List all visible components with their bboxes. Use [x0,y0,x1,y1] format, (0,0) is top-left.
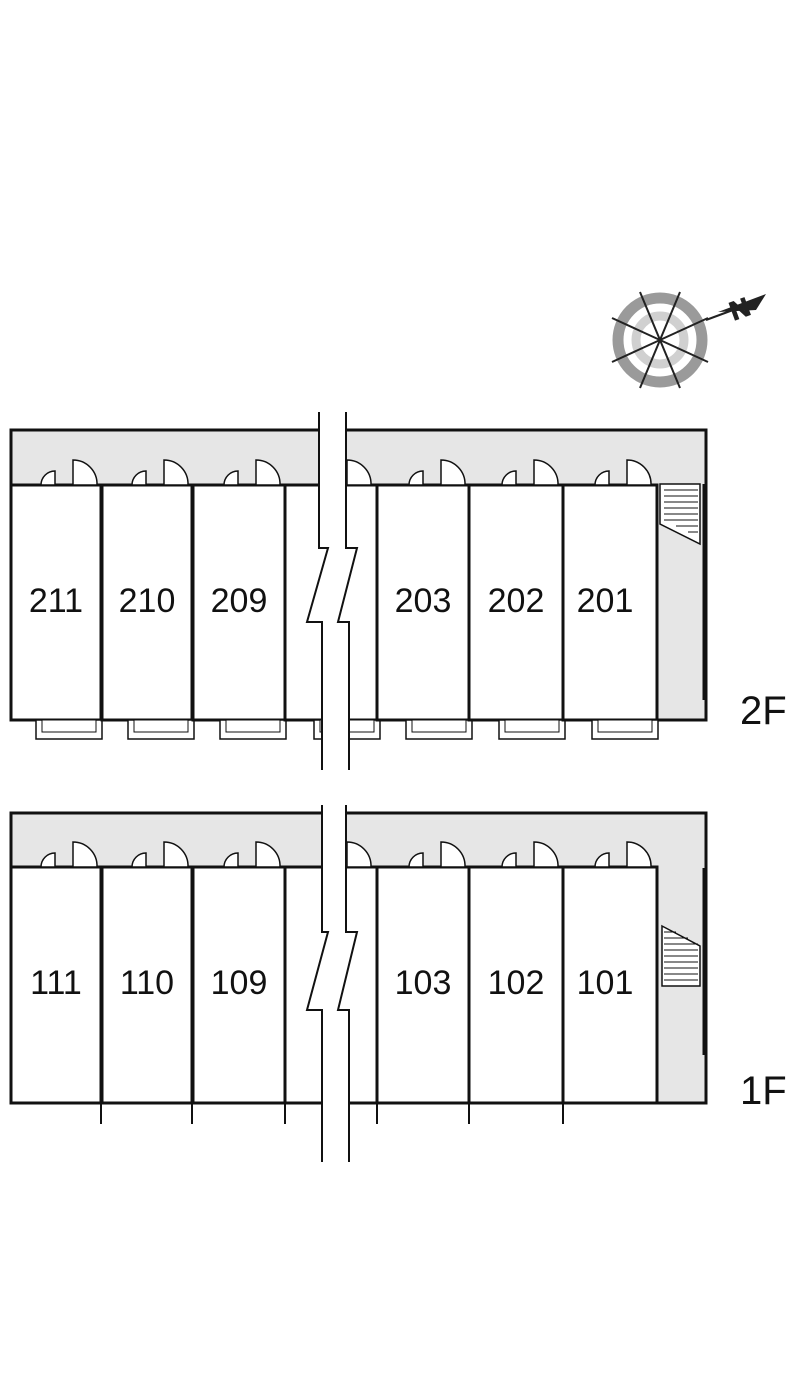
unit-101: 101 [561,841,659,1105]
unit-number: 110 [120,964,174,1002]
window-markers-1f [100,1103,564,1124]
unit-211: 211 [9,459,103,740]
unit-number: 109 [211,964,268,1002]
floor-1f: 111 110 109 103 102 [9,805,787,1162]
compass-north-label: N [725,292,756,328]
unit-number: 201 [577,582,634,620]
break-line-1f-icon [305,805,359,1162]
unit-number: 203 [395,582,452,620]
unit-number: 210 [119,582,176,620]
stair-1f-icon [661,924,701,987]
unit-110: 110 [100,841,194,1105]
unit-203: 203 [375,459,473,740]
unit-number: 111 [30,964,82,1002]
unit-201: 201 [561,459,659,740]
unit-number: 202 [488,582,545,620]
unit-103: 103 [375,841,471,1105]
floor-label-2f: 2F [740,689,787,733]
unit-number: 101 [577,964,634,1002]
floor-2f: 211 210 209 203 [9,412,787,770]
unit-210: 210 [100,459,195,740]
unit-102: 102 [467,841,565,1105]
unit-number: 102 [488,964,545,1002]
unit-109: 109 [191,841,287,1105]
unit-202: 202 [467,459,566,740]
break-line-2f-icon [305,412,359,770]
north-compass-icon: N [611,291,766,389]
unit-111: 111 [9,841,103,1105]
unit-209: 209 [191,459,287,740]
unit-number: 209 [211,582,268,620]
unit-number: 103 [395,964,452,1002]
stair-2f-icon [659,483,701,546]
unit-number: 211 [29,582,83,620]
floor-label-1f: 1F [740,1069,787,1113]
